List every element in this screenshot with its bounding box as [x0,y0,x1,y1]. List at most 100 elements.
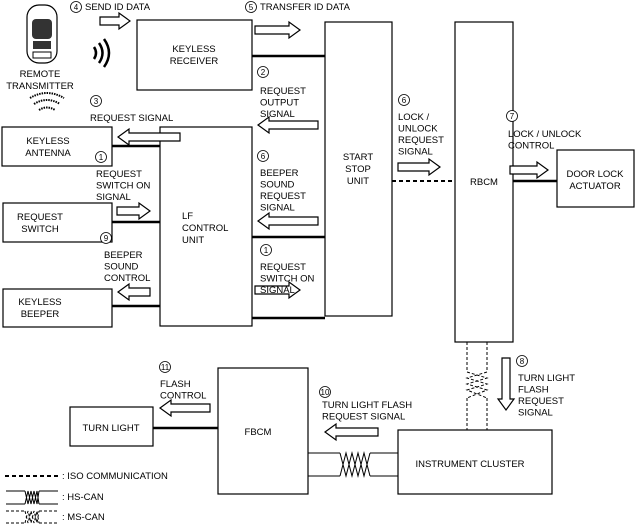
step-number-circle [70,1,82,13]
step-number: 3 [94,97,99,106]
step-number-circle [516,355,528,367]
lock-unlock-control-arrow [509,160,550,180]
svg-text:UNIT: UNIT [182,235,204,246]
legend-hs-can-swatch [6,490,58,505]
svg-text:UNIT: UNIT [347,176,369,187]
remote-transmitter-icon [26,4,58,64]
step-number: 11 [161,363,170,372]
step-number: 4 [74,3,79,12]
fbcm: FBCM [217,367,309,495]
svg-text:INSTRUMENT CLUSTER: INSTRUMENT CLUSTER [415,459,524,470]
keyless-beeper: KEYLESS BEEPER [2,288,113,328]
svg-text:KEYLESS: KEYLESS [26,136,69,147]
signal-text: TURN LIGHT FLASH [322,400,412,411]
step-number-circle [90,95,102,107]
request-signal-arrow [116,127,181,147]
svg-text:SWITCH: SWITCH [21,224,59,235]
turn-light-flash-request-arrow [496,357,516,412]
signal-text: LOCK / UNLOCK [508,129,582,140]
signal-text: CONTROL [508,141,554,152]
legend: : ISO COMMUNICATION : HS-CAN : MS-CAN [5,471,168,524]
step-number-circle [260,244,272,256]
request-switch-on-arrow [116,201,152,221]
signal-text: SIGNAL [518,408,553,419]
turn-light-flash-request-arrow [323,422,379,442]
svg-text:DOOR LOCK: DOOR LOCK [566,169,624,180]
svg-text:FBCM: FBCM [245,427,272,438]
send-id-arrow [99,11,132,31]
signal-text: LOCK / [398,112,430,123]
step-number-circle [100,232,112,244]
signal-text: SEND ID DATA [85,2,151,13]
signal-text: OUTPUT [260,98,299,109]
signal-text: SIGNAL [260,109,295,120]
signal-text: FLASH [518,385,549,396]
remote-transmitter-label: REMOTE [20,69,61,80]
signal-text: REQUEST SIGNAL [322,412,405,423]
keyless-antenna: KEYLESS ANTENNA [1,126,113,167]
request-switch-on-arrow [254,280,302,300]
signal-text: REQUEST [260,191,306,202]
svg-text:ACTUATOR: ACTUATOR [569,181,621,192]
svg-text:KEYLESS: KEYLESS [18,297,61,308]
request-switch: REQUEST SWITCH [2,202,113,243]
signal-text: CONTROL [104,273,150,284]
beeper-sound-control-arrow [116,282,151,302]
ms-can-line [465,342,489,430]
legend-ms-can-swatch [6,510,58,524]
step-number: 8 [520,357,525,366]
signal-text: SIGNAL [398,147,433,158]
step-number-circle [95,151,107,163]
step-number: 1 [99,153,104,162]
turn-light: TURN LIGHT [69,406,154,447]
step-number: 10 [321,388,330,397]
signal-text: SOUND [260,180,294,191]
step-number: 5 [249,3,254,12]
signal-text: SOUND [104,262,138,273]
step-number: 2 [261,68,266,77]
signal-text: TRANSFER ID DATA [260,2,351,13]
remote-transmitter-label: TRANSMITTER [6,81,74,92]
signal-text: UNLOCK [398,124,438,135]
transfer-id-arrow [254,20,302,40]
svg-text:START: START [343,152,373,163]
legend-ms-can-label: : MS-CAN [62,512,105,523]
signal-text: CONTROL [160,391,206,402]
step-number-circle [398,94,410,106]
flash-control-arrow [158,398,211,418]
step-number-circle [319,386,331,398]
signal-text: SWITCH ON [96,181,150,192]
signal-text: BEEPER [260,168,299,179]
radio-wave-down-icon [29,92,65,111]
instrument-cluster: INSTRUMENT CLUSTER [397,429,553,495]
step-number-circle [257,150,269,162]
door-lock-actuator: DOOR LOCK ACTUATOR [556,149,635,208]
lock-unlock-request-arrow [397,157,442,177]
signal-text: SIGNAL [96,192,131,203]
signal-text: REQUEST [518,396,564,407]
svg-text:REQUEST: REQUEST [17,212,63,223]
signal-text: REQUEST [260,86,306,97]
rbcm: RBCM [454,21,514,343]
step-number-circle [506,110,518,122]
step-number-circle [257,66,269,78]
svg-text:KEYLESS: KEYLESS [172,44,215,55]
legend-iso-label: : ISO COMMUNICATION [62,471,168,482]
step-number: 1 [264,246,269,255]
signal-text: FLASH [160,379,191,390]
signal-text: SIGNAL [260,285,295,296]
lf-control-unit: LF CONTROL UNIT [159,126,253,327]
step-number-circle [159,361,171,373]
step-number-circle [245,1,257,13]
svg-text:RECEIVER: RECEIVER [170,56,219,67]
